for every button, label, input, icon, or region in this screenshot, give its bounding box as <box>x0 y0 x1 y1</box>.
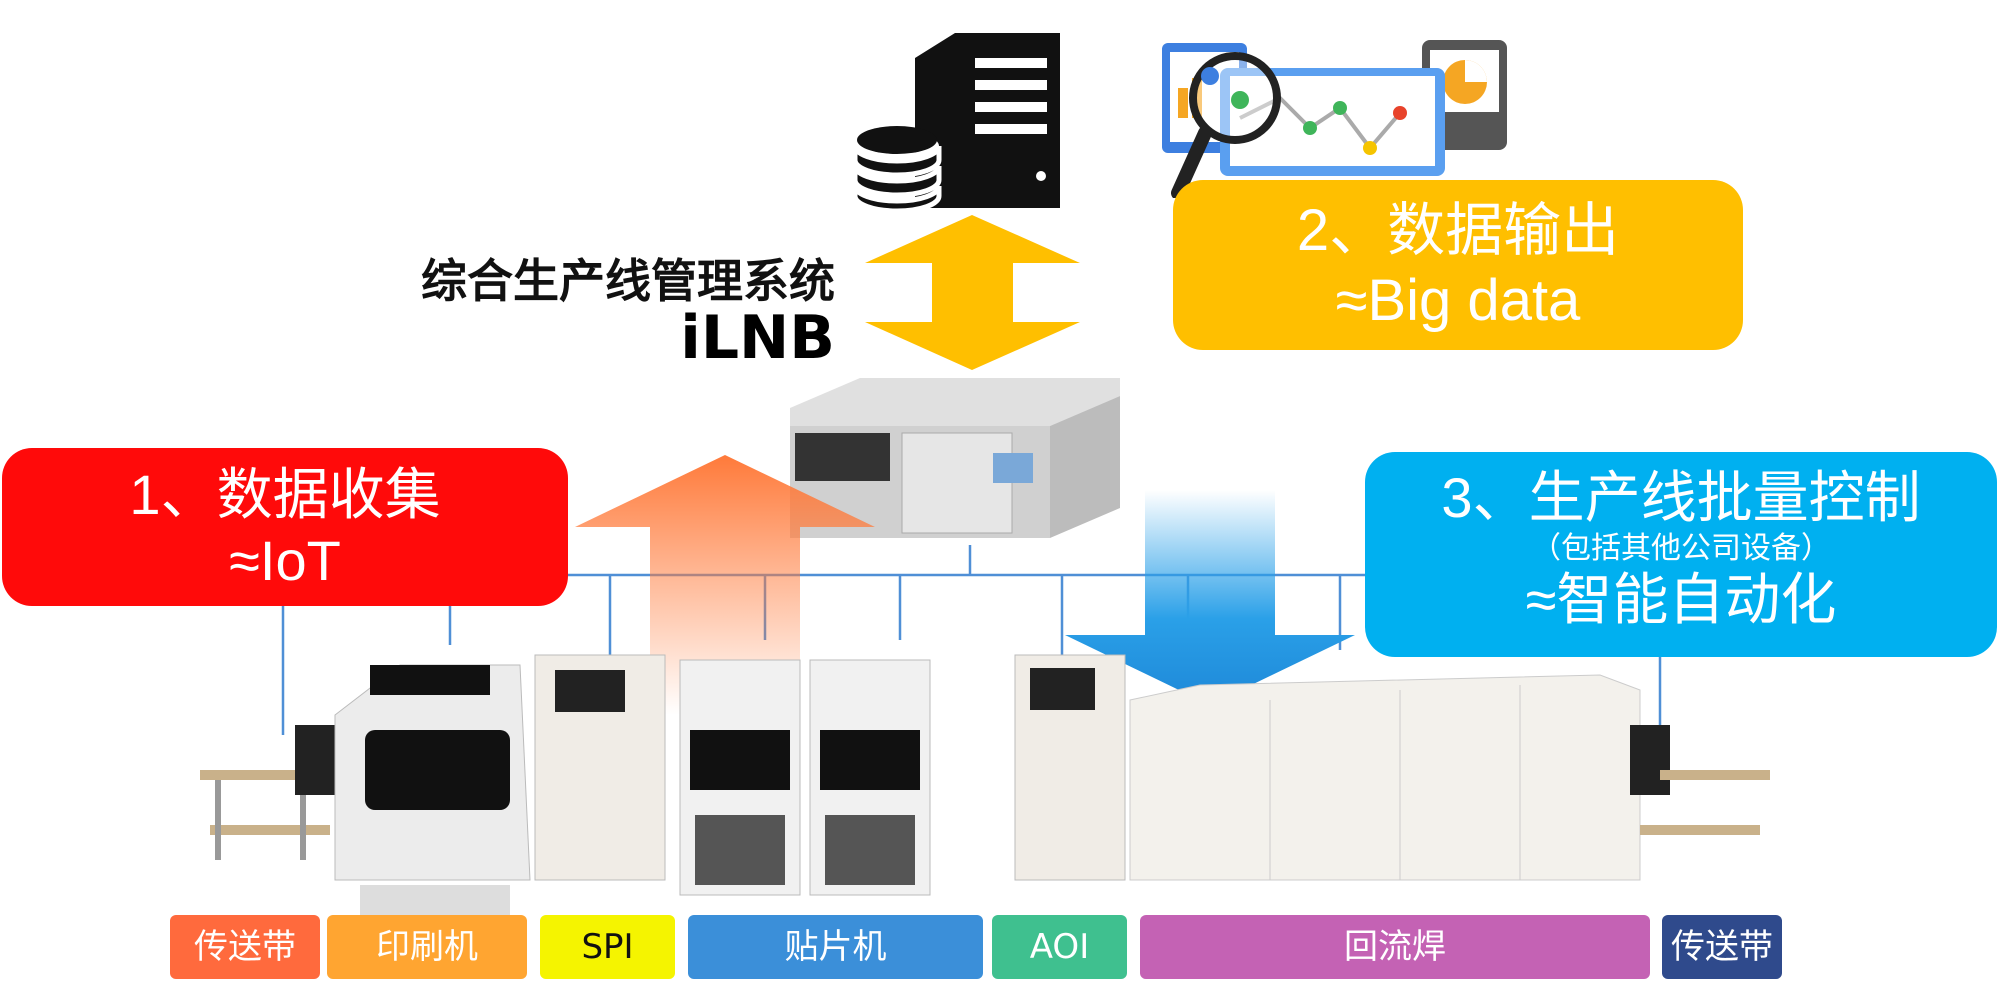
data-collection-subtitle: ≈IoT <box>229 529 341 592</box>
station-label-conveyor-in: 传送带 <box>170 915 320 979</box>
station-label-reflow: 回流焊 <box>1140 915 1650 979</box>
line-control-title: 3、生产线批量控制 <box>1441 466 1921 529</box>
system-code: iLNB <box>680 303 835 373</box>
data-collection-title: 1、数据收集 <box>129 463 441 526</box>
station-label-printer: 印刷机 <box>327 915 527 979</box>
production-line <box>200 654 1770 915</box>
station-label-spi: SPI <box>540 915 675 979</box>
data-output-box: 2、数据输出 ≈Big data <box>1173 180 1743 350</box>
database-icon <box>855 126 942 213</box>
bidirectional-arrow <box>865 215 1080 370</box>
collect-up-arrow <box>575 455 875 715</box>
line-control-box: 3、生产线批量控制 （包括其他公司设备） ≈智能自动化 <box>1365 452 1997 657</box>
rack-server-icon <box>790 378 1120 538</box>
station-label-aoi: AOI <box>992 915 1127 979</box>
system-name: 综合生产线管理系统 <box>421 254 835 308</box>
station-label-conveyor-out: 传送带 <box>1662 915 1782 979</box>
control-down-arrow <box>1065 490 1355 705</box>
data-collection-box: 1、数据收集 ≈IoT <box>2 448 568 606</box>
magnifier-icon <box>1171 52 1281 198</box>
data-output-title: 2、数据输出 <box>1296 198 1620 263</box>
analytics-dashboard-icon <box>1162 40 1507 198</box>
line-control-note: （包括其他公司设备） <box>1531 532 1831 565</box>
station-label-mounter: 贴片机 <box>688 915 983 979</box>
tower-server-icon <box>855 33 1060 213</box>
line-control-subtitle: ≈智能自动化 <box>1525 568 1837 631</box>
data-output-subtitle: ≈Big data <box>1335 268 1581 333</box>
